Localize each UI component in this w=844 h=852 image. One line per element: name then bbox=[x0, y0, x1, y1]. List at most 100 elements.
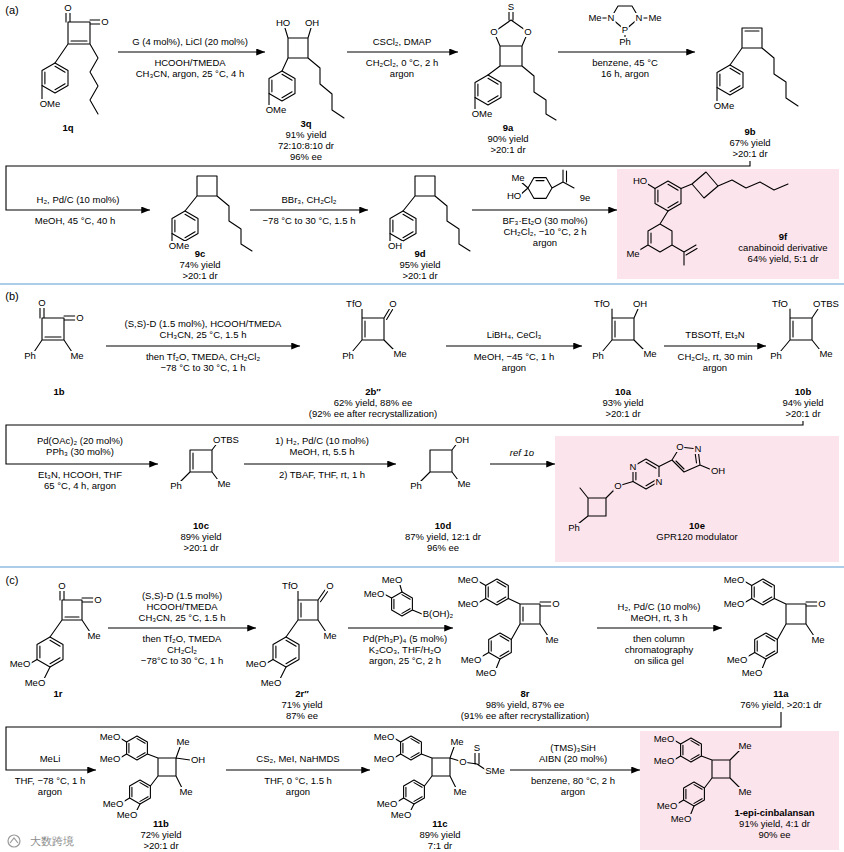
compound-box: 11c89% yield7:1 dr bbox=[370, 730, 510, 852]
compound-text-block: 10d87% yield, 12:1 dr96% ee bbox=[396, 430, 490, 553]
condition-text: then column bbox=[632, 634, 686, 644]
bond-line bbox=[578, 447, 712, 524]
highlight-box: 10eGPR120 modulator bbox=[555, 436, 839, 562]
reaction-arrow bbox=[664, 345, 766, 346]
result-text: 67% yield bbox=[729, 137, 770, 148]
atom-label: N bbox=[607, 13, 616, 23]
condition-text: argon bbox=[37, 787, 63, 797]
reaction-arrow bbox=[106, 345, 300, 346]
atom-label: MeO bbox=[723, 599, 746, 609]
atom-label: Me bbox=[216, 479, 231, 489]
compound-label: 8r bbox=[521, 688, 530, 699]
result-text: 87% yield, 12:1 dr bbox=[405, 531, 481, 542]
result-text: 89% yield bbox=[180, 531, 221, 542]
atom-label: TfO bbox=[593, 299, 611, 309]
atom-label: Me bbox=[647, 13, 662, 23]
compound-label: 10c bbox=[193, 520, 209, 531]
result-text: GPR120 modulator bbox=[656, 531, 737, 542]
condition-text: −78 °C to 30 °C, 1 h bbox=[160, 363, 247, 373]
panel-letter: (b) bbox=[4, 291, 19, 301]
atom-label: OTBS bbox=[212, 435, 240, 445]
compound-box: 10d87% yield, 12:1 dr96% ee bbox=[396, 430, 490, 555]
condition-text: HCOOH/TMEDA bbox=[153, 58, 226, 68]
bond-line bbox=[420, 442, 458, 482]
bond-line bbox=[180, 442, 218, 482]
result-text: 72:10:8:10 dr bbox=[278, 140, 334, 151]
bond-line bbox=[10, 838, 18, 843]
atom-label: MeO bbox=[390, 810, 413, 820]
atom-label: OH bbox=[632, 299, 648, 309]
result-text: >20:1 dr bbox=[490, 144, 525, 155]
atom-label: Me bbox=[587, 13, 602, 23]
reaction-arrow bbox=[597, 627, 722, 628]
reaction-arrow bbox=[108, 627, 256, 628]
atom-label: Me bbox=[818, 349, 833, 359]
atom-label: O bbox=[57, 581, 66, 591]
condition-text: G (4 mol%), LiCl (20 mol%) bbox=[131, 37, 249, 47]
atom-label: MeO bbox=[460, 655, 483, 665]
benzene-ring bbox=[392, 592, 413, 616]
condition-text: argon bbox=[560, 787, 586, 797]
compound-label: 1q bbox=[62, 122, 73, 133]
compound-label: 1-epi-cinbalansan bbox=[734, 807, 814, 818]
atom-label: Me bbox=[810, 635, 825, 645]
atom-label: S bbox=[473, 743, 481, 753]
atom-label: Ph bbox=[23, 351, 37, 361]
condition-text: Pd(OAc)₂ (20 mol%) bbox=[36, 436, 124, 446]
condition-text: THF, 0 °C, 1.5 h bbox=[263, 776, 333, 786]
condition-text: CH₂Cl₂, −10 °C, 2 h bbox=[502, 227, 587, 237]
atom-label: MeO bbox=[475, 668, 498, 678]
panel-letter: (a) bbox=[4, 5, 19, 15]
bond-line bbox=[267, 590, 328, 679]
compound-box: 10c89% yield>20:1 dr bbox=[158, 430, 244, 555]
compound-box: 8r98% yield, 87% ee(91% ee after recryst… bbox=[453, 574, 597, 723]
result-text: (91% ee after recrystallization) bbox=[461, 710, 589, 721]
compound-label: 9c bbox=[195, 248, 206, 259]
compound-label: 2b″ bbox=[365, 386, 381, 397]
atom-label: Me bbox=[737, 741, 752, 751]
atom-label: OMe bbox=[265, 105, 288, 115]
reaction-arrow bbox=[348, 627, 453, 628]
compound-text-block: 8r98% yield, 87% ee(91% ee after recryst… bbox=[453, 574, 597, 721]
result-text: >20:1 dr bbox=[143, 840, 178, 851]
result-text: 95% yield bbox=[399, 259, 440, 270]
compound-label: 11a bbox=[773, 688, 788, 699]
compound-text-block: 9fcanabinoid derivative64% yield, 5:1 dr bbox=[617, 169, 839, 264]
atom-label: OMe bbox=[39, 99, 62, 109]
atom-label: MeO bbox=[102, 799, 125, 809]
atom-label: OH bbox=[454, 435, 470, 445]
molecule-structure bbox=[31, 6, 820, 816]
atom-label: O bbox=[613, 481, 622, 491]
atom-label: MeO bbox=[653, 734, 676, 744]
condition-text: −78 °C to 30 °C, 1.5 h bbox=[262, 216, 357, 226]
bond-line bbox=[8, 835, 20, 847]
condition-text: argon bbox=[389, 69, 415, 79]
compound-box: 2r″71% yield87% ee bbox=[256, 574, 348, 723]
atom-label: MeO bbox=[245, 659, 268, 669]
bond-line bbox=[780, 309, 820, 352]
condition-text: MeOH, 45 °C, 40 h bbox=[34, 216, 116, 226]
benzene-ring bbox=[684, 782, 705, 806]
condition-text: CH₂Cl₂ bbox=[166, 645, 198, 655]
atom-label: MeO bbox=[741, 668, 764, 678]
atom-label: MeO bbox=[260, 678, 283, 688]
atom-label: MeO bbox=[670, 814, 693, 824]
compound-text-block: 9c74% yield>20:1 dr bbox=[150, 170, 250, 281]
benzene-ring bbox=[717, 65, 743, 95]
benzene-ring bbox=[37, 637, 63, 667]
compound-text-block: 9a90% yield>20:1 dr bbox=[458, 2, 558, 155]
condition-text: Pd(Ph₃P)₄ (5 mol%) bbox=[362, 634, 448, 644]
condition-text: (S,S)-D (1.5 mol%), HCOOH/TMEDA bbox=[124, 319, 283, 329]
atom-label: TfO bbox=[345, 299, 363, 309]
bond-line bbox=[475, 10, 556, 120]
atom-label: OMe bbox=[471, 109, 494, 119]
atom-label: MeO bbox=[653, 756, 676, 766]
result-text: 64% yield, 5:1 dr bbox=[748, 253, 819, 264]
condition-text: argon bbox=[285, 787, 311, 797]
bond-line bbox=[717, 28, 798, 106]
compound-label: 3q bbox=[300, 118, 311, 129]
atom-label: N bbox=[655, 477, 664, 487]
reaction-arrow bbox=[510, 769, 640, 770]
atom-label: SMe bbox=[484, 766, 506, 776]
atom-label: N bbox=[629, 462, 638, 472]
